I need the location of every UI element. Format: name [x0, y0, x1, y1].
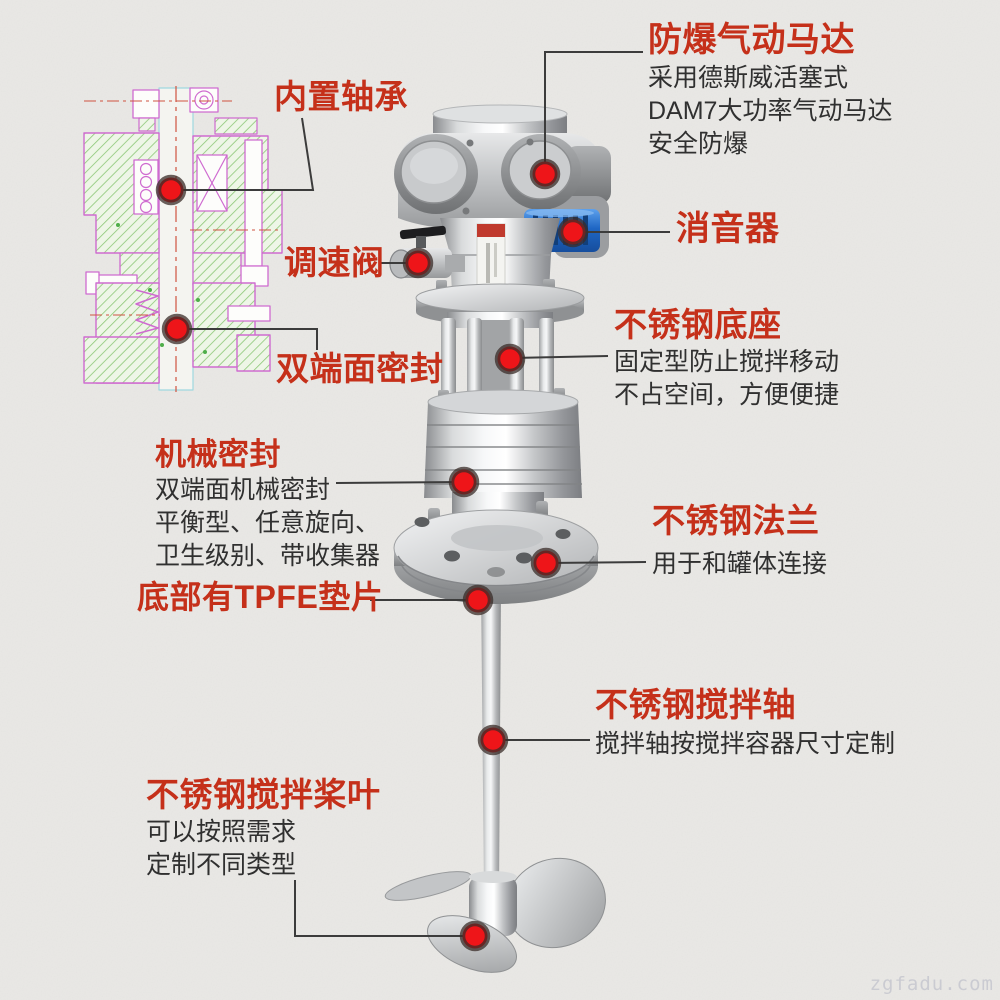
callout-gasket-title: 底部有TPFE垫片	[137, 579, 384, 615]
callout-valve-title: 调速阀	[284, 244, 385, 281]
callout-mech-seal-line-3: 卫生级别、带收集器	[155, 542, 381, 571]
watermark: zgfadu.com	[869, 973, 994, 995]
callout-dot-bearing	[155, 174, 187, 206]
callout-muffler: 消音器	[676, 211, 780, 248]
callout-dot-muffler	[557, 216, 589, 248]
callout-dual-seal: 双端面密封	[276, 351, 444, 387]
callout-impeller-title: 不锈钢搅拌桨叶	[146, 776, 381, 813]
callout-dot-gasket	[462, 584, 494, 616]
callout-dot-dual-seal	[161, 313, 193, 345]
callout-impeller: 不锈钢搅拌桨叶 可以按照需求 定制不同类型	[146, 777, 381, 882]
callout-mech-seal-title: 机械密封	[155, 437, 281, 472]
callout-dot-flange	[530, 547, 562, 579]
callout-lines	[171, 51, 670, 937]
callout-valve: 调速阀	[284, 245, 385, 281]
callout-bearing-title: 内置轴承	[274, 78, 408, 115]
callout-base: 不锈钢底座 固定型防止搅拌移动 不占空间，方便便捷	[614, 307, 839, 412]
callout-shaft: 不锈钢搅拌轴 搅拌轴按搅拌容器尺寸定制	[595, 687, 895, 761]
callout-dot-base	[494, 343, 526, 375]
callout-motor-line-1: 采用德斯威活塞式	[648, 63, 849, 92]
callout-shaft-title: 不锈钢搅拌轴	[595, 686, 796, 723]
callout-shaft-line-1: 搅拌轴按搅拌容器尺寸定制	[595, 729, 896, 758]
callout-impeller-line-1: 可以按照需求	[146, 817, 297, 846]
callout-dot-shaft	[477, 724, 509, 756]
product-label-sticker	[476, 223, 506, 291]
callout-dot-motor	[529, 158, 561, 190]
tank-flange	[393, 492, 599, 604]
callout-motor-line-2: DAM7大功率气动马达	[648, 96, 893, 125]
callout-base-line-2: 不占空间，方便便捷	[614, 380, 840, 409]
callout-flange: 不锈钢法兰 用于和罐体连接	[652, 503, 827, 581]
callout-flange-line-1: 用于和罐体连接	[652, 549, 828, 578]
callout-mech-seal-line-2: 平衡型、任意旋向、	[155, 509, 381, 538]
callout-dot-mech-seal	[448, 466, 480, 498]
callout-mech-seal-line-1: 双端面机械密封	[155, 476, 331, 505]
callout-bearing: 内置轴承	[274, 79, 408, 115]
callout-base-title: 不锈钢底座	[614, 306, 782, 343]
callout-dots	[155, 158, 589, 952]
callout-base-line-1: 固定型防止搅拌移动	[614, 347, 840, 376]
callout-motor-title: 防爆气动马达	[648, 21, 855, 59]
callout-mech-seal: 机械密封 双端面机械密封 平衡型、任意旋向、 卫生级别、带收集器	[155, 438, 380, 573]
callout-muffler-title: 消音器	[676, 210, 780, 248]
callout-flange-title: 不锈钢法兰	[652, 502, 820, 539]
callout-dot-valve	[402, 247, 434, 279]
callout-gasket: 底部有TPFE垫片	[137, 580, 383, 615]
callout-motor-line-3: 安全防爆	[648, 129, 749, 158]
callout-dot-impeller	[459, 920, 491, 952]
callout-impeller-line-2: 定制不同类型	[146, 850, 297, 879]
callout-dual-seal-title: 双端面密封	[276, 350, 444, 387]
callout-motor: 防爆气动马达 采用德斯威活塞式 DAM7大功率气动马达 安全防爆	[648, 22, 892, 161]
cad-drawing	[83, 86, 283, 392]
